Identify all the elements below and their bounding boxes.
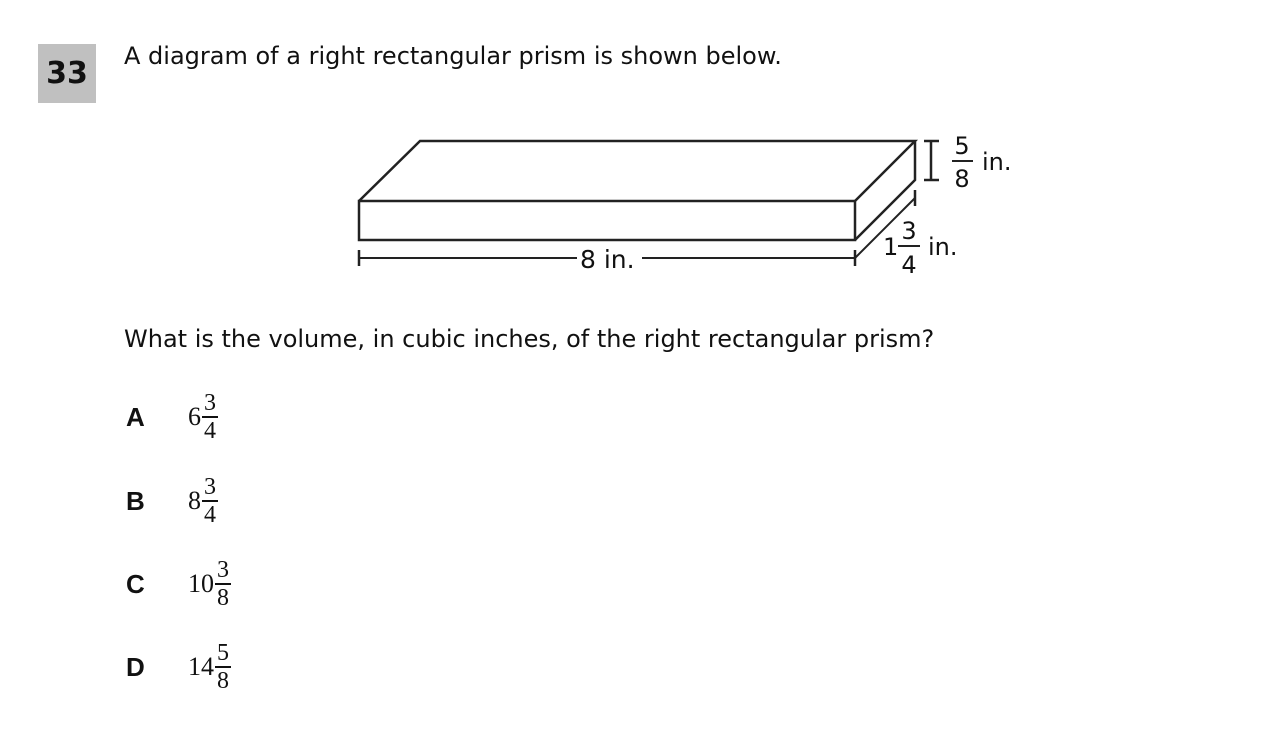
width-whole: 1: [883, 233, 898, 261]
fraction: 3 4: [202, 390, 218, 444]
question-number-badge: 33: [38, 44, 96, 103]
choice-b[interactable]: B 8 3 4: [126, 466, 218, 536]
choice-letter: B: [126, 485, 145, 516]
length-label: 8 in.: [580, 245, 635, 274]
numerator: 3: [202, 474, 218, 502]
fraction: 3 4: [202, 474, 218, 528]
choice-value: 6 3 4: [188, 390, 218, 444]
numerator: 3: [202, 390, 218, 418]
fraction: 3 8: [215, 557, 231, 611]
whole-part: 14: [188, 652, 214, 681]
choice-value: 8 3 4: [188, 474, 218, 528]
whole-part: 8: [188, 486, 201, 515]
prism-right-face: [854, 141, 917, 241]
height-denominator: 8: [954, 165, 969, 193]
choice-letter: A: [126, 401, 145, 432]
width-numerator: 3: [901, 217, 916, 245]
question-number: 33: [46, 56, 88, 91]
denominator: 8: [217, 585, 229, 611]
numerator: 3: [215, 557, 231, 585]
fraction: 5 8: [215, 640, 231, 694]
choice-letter: C: [126, 568, 145, 599]
prism-diagram: 8 in. 5 8 in. 1 3 4 in.: [357, 132, 1012, 279]
denominator: 4: [204, 418, 216, 444]
choice-value: 10 3 8: [188, 557, 231, 611]
prism-front-face: [357, 199, 857, 242]
height-unit: in.: [982, 148, 1012, 176]
choice-value: 14 5 8: [188, 640, 231, 694]
width-denominator: 4: [901, 251, 916, 279]
height-numerator: 5: [954, 132, 969, 160]
prism-top-face: [358, 139, 919, 202]
choice-c[interactable]: C 10 3 8: [126, 549, 231, 619]
question-text: What is the volume, in cubic inches, of …: [124, 325, 935, 353]
question-prompt: A diagram of a right rectangular prism i…: [124, 42, 782, 70]
denominator: 8: [217, 668, 229, 694]
numerator: 5: [215, 640, 231, 668]
denominator: 4: [204, 502, 216, 528]
width-unit: in.: [928, 233, 958, 261]
choice-d[interactable]: D 14 5 8: [126, 632, 231, 702]
whole-part: 10: [188, 569, 214, 598]
whole-part: 6: [188, 402, 201, 431]
choice-letter: D: [126, 651, 145, 682]
choice-a[interactable]: A 6 3 4: [126, 382, 218, 452]
